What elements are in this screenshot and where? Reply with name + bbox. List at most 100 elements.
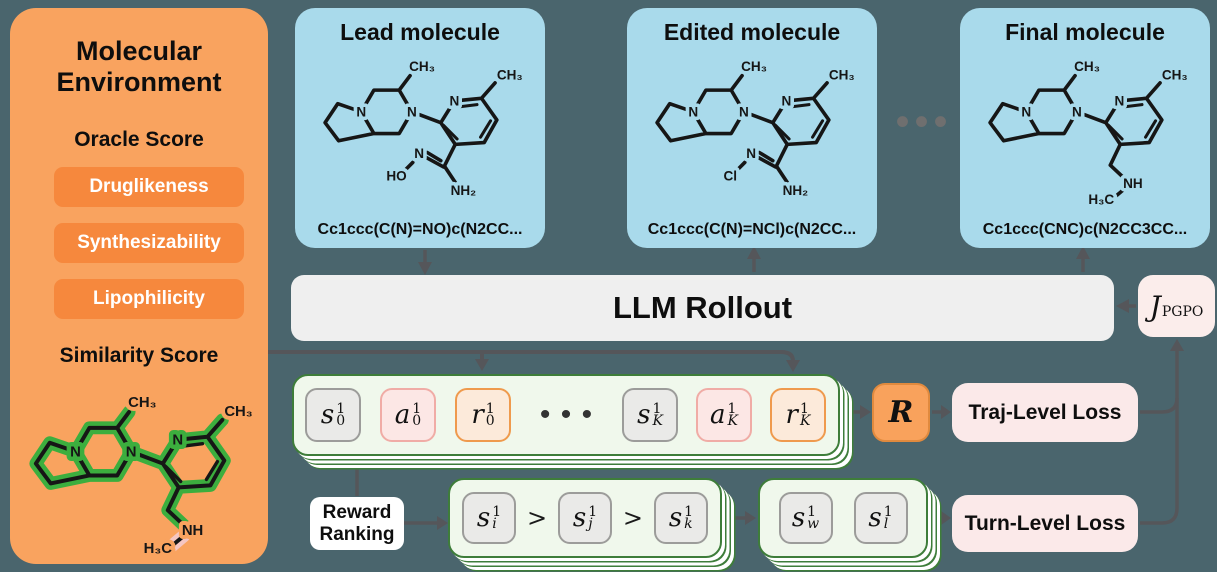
atom-label-n-imine: N	[746, 146, 756, 161]
oracle-button-lipophilicity: Lipophilicity	[54, 279, 244, 319]
objective-symbol: J	[1149, 289, 1161, 323]
atom-label-ch3-right: CH₃	[497, 67, 523, 82]
atom-label-n-imine: N	[414, 146, 424, 161]
atom-label-n-ring: N	[739, 104, 749, 119]
similarity-score-heading: Similarity Score	[59, 344, 219, 367]
arrowhead-right-turnloss	[941, 511, 951, 525]
connector-trajloss-to-vertical	[1140, 397, 1179, 414]
card-edited-molecule: Edited molecule CH₃ CH₃ N N N N Cl NH₂ C…	[627, 8, 877, 248]
atom-label-n-pyridine: N	[172, 433, 183, 449]
arrowhead-down-rollout	[418, 262, 432, 275]
atom-label-ch3-right: CH₃	[224, 404, 252, 420]
atom-label-amine: NH₂	[783, 183, 809, 198]
atom-label-n-bridge: N	[688, 104, 698, 119]
card-final-molecule: Final molecule CH₃ CH₃ N N N NH H₃C Cc1c…	[960, 8, 1210, 248]
arrowhead-right-ordered	[437, 516, 448, 530]
molecule-core-bonds	[33, 409, 227, 490]
traj-level-loss-label: Traj-Level Loss	[968, 400, 1122, 424]
atom-label-h3c: H₃C	[144, 541, 173, 555]
atom-label-n-bridge: N	[70, 445, 81, 461]
oracle-score-heading: Oracle Score	[74, 128, 204, 151]
reward-ranking-box: Reward Ranking	[310, 497, 404, 550]
atom-label-x-group: Cl	[724, 169, 738, 184]
cards-ellipsis: •••	[895, 100, 953, 144]
smiles-text: Cc1ccc(CNC)c(N2CC3CC...	[982, 221, 1188, 238]
atom-label-n-ring: N	[407, 104, 417, 119]
turn-level-loss-box: Turn-Level Loss	[952, 495, 1138, 552]
llm-rollout-label: LLM Rollout	[612, 290, 793, 325]
atom-label-n-pyridine: N	[1114, 93, 1124, 108]
gt-separator: >	[622, 504, 644, 532]
atom-label-nh: NH	[182, 523, 204, 539]
connector-turnloss-to-jpgpo	[1140, 351, 1179, 525]
arrowhead-up-jpgpo	[1170, 339, 1184, 351]
atom-label-n-bridge: N	[356, 104, 366, 119]
reward-ranking-line2: Ranking	[319, 523, 395, 545]
card-title: Final molecule	[1005, 19, 1165, 45]
arrowhead-right-return	[860, 405, 871, 419]
atom-label-ch3-right: CH₃	[1162, 67, 1188, 82]
environment-title-line2: Environment	[56, 67, 222, 97]
molecule-double-bonds	[164, 442, 220, 484]
green-highlight-path	[29, 405, 231, 533]
atom-label-nh: NH	[1123, 176, 1143, 191]
gt-separator: >	[526, 504, 548, 532]
environment-title-line1: Molecular	[75, 36, 203, 66]
atom-label-ch3-top: CH₃	[409, 59, 435, 74]
turn-level-loss-label: Turn-Level Loss	[964, 511, 1126, 535]
atom-label-n-pyridine: N	[449, 93, 459, 108]
return-box: R	[872, 383, 930, 442]
arrowhead-down-rK	[786, 360, 800, 372]
arrowhead-down-r0	[475, 359, 489, 371]
atom-label-x-group: HO	[386, 169, 406, 184]
arrowhead-right-trajloss	[941, 405, 951, 419]
connector-environment-reward-line	[268, 350, 795, 362]
atom-label-n-ring: N	[126, 445, 137, 461]
molecule-structure: CH₃ CH₃ N N N N HO NH₂	[323, 56, 526, 202]
arrowhead-right-pair	[745, 511, 756, 525]
molecule-structure: CH₃ CH₃ N N N NH H₃C	[988, 56, 1191, 206]
atom-label-ch3-top: CH₃	[1074, 59, 1100, 74]
smiles-text: Cc1ccc(C(N)=NCl)c(N2CC...	[647, 221, 857, 238]
card-lead-molecule: Lead molecule CH₃ CH₃ N N N N HO NH₂ Cc1…	[295, 8, 545, 248]
reward-ranking-line1: Reward	[322, 501, 392, 523]
atom-label-h3c: H₃C	[1088, 192, 1114, 206]
objective-subscript: PGPO	[1161, 304, 1204, 320]
traj-level-loss-box: Traj-Level Loss	[952, 383, 1138, 442]
token-ellipsis: • • •	[539, 398, 594, 431]
smiles-text: Cc1ccc(C(N)=NO)c(N2CC...	[317, 221, 523, 238]
molecule-amine-chain-bonds	[165, 485, 187, 548]
atom-label-amine: NH₂	[451, 183, 477, 198]
atom-label-ch3-right: CH₃	[829, 67, 855, 82]
llm-rollout-bar: LLM Rollout	[291, 275, 1114, 341]
card-title: Edited molecule	[663, 19, 841, 45]
atom-label-n-pyridine: N	[781, 93, 791, 108]
atom-label-n-ring: N	[1072, 104, 1082, 119]
atom-label-ch3-top: CH₃	[741, 59, 767, 74]
card-title: Lead molecule	[340, 19, 500, 45]
arrowhead-left-rollout	[1116, 299, 1129, 313]
similarity-molecule: CH₃ CH₃ N N N NH H₃C	[29, 391, 257, 555]
atom-label-ch3-top: CH₃	[128, 395, 156, 411]
environment-title: Molecular Environment	[10, 36, 268, 98]
molecular-environment-panel: Molecular Environment Oracle Score Drugl…	[10, 8, 268, 564]
atom-label-n-bridge: N	[1021, 104, 1031, 119]
oracle-button-synthesizability: Synthesizability	[54, 223, 244, 263]
return-symbol: R	[888, 395, 914, 430]
